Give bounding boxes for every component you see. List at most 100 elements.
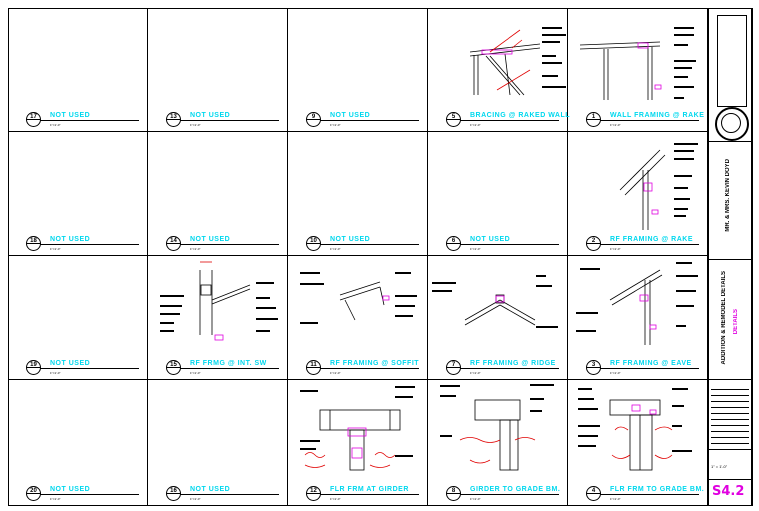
- detail-scale: 1"=1'-0": [330, 247, 341, 251]
- detail-number-bubble: 15: [166, 360, 181, 375]
- detail-number-bubble: 7: [446, 360, 461, 375]
- detail-scale: 1"=1'-0": [190, 497, 201, 501]
- bubble-divider: [447, 119, 460, 120]
- detail-number: 7: [451, 362, 456, 368]
- detail-cell: 15 RF FRMG @ INT. SW 1"=1'-0": [148, 256, 288, 380]
- detail-number: 8: [451, 488, 456, 494]
- detail-number-bubble: 19: [26, 360, 41, 375]
- detail-title: NOT USED: [330, 112, 371, 119]
- title-underline: [318, 368, 419, 369]
- title-underline: [598, 368, 699, 369]
- detail-number: 20: [30, 488, 37, 494]
- sheet-number: S4.2: [712, 484, 745, 499]
- detail-scale: 1"=1'-0": [610, 371, 621, 375]
- detail-title: WALL FRAMING @ RAKE: [610, 112, 705, 119]
- detail-number: 15: [170, 362, 177, 368]
- detail-scale: 1"=1'-0": [50, 497, 61, 501]
- bubble-divider: [167, 119, 180, 120]
- detail-number: 6: [451, 238, 456, 244]
- title-block: MR. & MRS. KEVIN DOYD ADDITION & REMODEL…: [708, 8, 752, 506]
- detail-title: NOT USED: [50, 360, 91, 367]
- detail-number-bubble: 2: [586, 236, 601, 251]
- title-underline: [178, 494, 279, 495]
- bubble-divider: [167, 493, 180, 494]
- detail-number: 17: [30, 114, 37, 120]
- detail-number: 14: [170, 238, 177, 244]
- title-underline: [598, 494, 699, 495]
- title-underline: [178, 368, 279, 369]
- detail-number: 4: [591, 488, 596, 494]
- detail-scale: 1"=1'-0": [190, 247, 201, 251]
- detail-number: 5: [451, 114, 456, 120]
- detail-scale: 1"=1'-0": [190, 371, 201, 375]
- title-underline: [38, 368, 139, 369]
- title-underline: [38, 120, 139, 121]
- detail-title: NOT USED: [50, 112, 91, 119]
- detail-scale: 1"=1'-0": [610, 497, 621, 501]
- title-underline: [318, 244, 419, 245]
- detail-number-bubble: 20: [26, 486, 41, 501]
- bubble-divider: [587, 243, 600, 244]
- title-underline: [38, 244, 139, 245]
- detail-scale: 1"=1'-0": [470, 123, 481, 127]
- detail-scale: 1"=1'-0": [330, 497, 341, 501]
- detail-title: RF FRAMING @ EAVE: [610, 360, 692, 367]
- bubble-divider: [447, 243, 460, 244]
- detail-title: RF FRAMING @ SOFFIT: [330, 360, 420, 367]
- detail-number-bubble: 9: [306, 112, 321, 127]
- title-underline: [178, 120, 279, 121]
- detail-number-bubble: 4: [586, 486, 601, 501]
- detail-scale: 1"=1'-0": [610, 123, 621, 127]
- detail-title: FLR FRM AT GIRDER: [330, 486, 409, 493]
- title-underline: [458, 120, 559, 121]
- detail-scale: 1"=1'-0": [50, 371, 61, 375]
- detail-title: NOT USED: [50, 236, 91, 243]
- detail-number-bubble: 5: [446, 112, 461, 127]
- bubble-divider: [447, 367, 460, 368]
- detail-title: FLR FRM TO GRADE BM.: [610, 486, 705, 493]
- detail-title: NOT USED: [190, 486, 231, 493]
- title-underline: [318, 120, 419, 121]
- title-underline: [458, 244, 559, 245]
- detail-cell: 18 NOT USED 1"=1'-0": [8, 132, 148, 256]
- detail-title: RF FRMG @ INT. SW: [190, 360, 267, 367]
- bubble-divider: [27, 119, 40, 120]
- title-underline: [458, 494, 559, 495]
- detail-scale: 1"=1'-0": [470, 497, 481, 501]
- detail-cell: 9 NOT USED 1"=1'-0": [288, 8, 428, 132]
- detail-title: RF FRAMING @ RAKE: [610, 236, 693, 243]
- seal-inner: [721, 113, 741, 133]
- detail-title: NOT USED: [50, 486, 91, 493]
- detail-cell: 4 FLR FRM TO GRADE BM. 1"=1'-0": [568, 380, 708, 506]
- detail-number-bubble: 6: [446, 236, 461, 251]
- firm-stamp: [717, 15, 747, 107]
- bubble-divider: [307, 119, 320, 120]
- detail-cell: 20 NOT USED 1"=1'-0": [8, 380, 148, 506]
- detail-scale: 1"=1'-0": [190, 123, 201, 127]
- detail-scale: 1"=1'-0": [330, 123, 341, 127]
- project-name: MR. & MRS. KEVIN DOYD: [725, 159, 731, 232]
- detail-cell: 3 RF FRAMING @ EAVE 1"=1'-0": [568, 256, 708, 380]
- tb-divider-1: [709, 141, 751, 142]
- detail-number: 3: [591, 362, 596, 368]
- detail-number: 10: [310, 238, 317, 244]
- bubble-divider: [27, 493, 40, 494]
- engineer-seal: [715, 107, 749, 141]
- tb-divider-5: [709, 479, 751, 480]
- detail-number-bubble: 18: [26, 236, 41, 251]
- detail-scale: 1"=1'-0": [50, 247, 61, 251]
- title-underline: [598, 244, 699, 245]
- bubble-divider: [167, 243, 180, 244]
- drawing-title: ADDITION & REMODEL DETAILS: [721, 271, 727, 365]
- title-underline: [598, 120, 699, 121]
- detail-title: GIRDER TO GRADE BM.: [470, 486, 561, 493]
